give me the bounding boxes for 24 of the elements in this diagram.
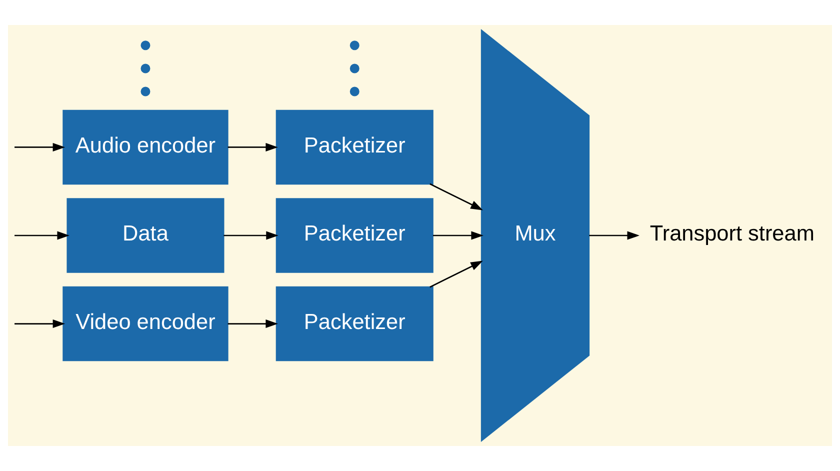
node-circle — [350, 64, 360, 74]
node-box: Packetizer — [276, 198, 434, 273]
arrow — [430, 183, 483, 210]
node-circle — [350, 40, 360, 50]
arrow — [228, 142, 278, 152]
node-box: Video encoder — [62, 286, 228, 362]
arrow — [432, 231, 484, 240]
node-box: Packetizer — [276, 110, 434, 185]
node-text: Transport stream — [650, 220, 814, 246]
node-circle — [140, 86, 150, 96]
arrow — [14, 319, 66, 328]
node-box: Audio encoder — [62, 110, 228, 185]
arrow — [224, 231, 278, 240]
node-box: Data — [66, 198, 224, 273]
arrow — [430, 260, 483, 288]
node-circle — [140, 64, 150, 74]
arrow — [14, 231, 70, 240]
arrow — [589, 231, 640, 240]
arrow — [228, 319, 278, 328]
node-box: Packetizer — [276, 286, 434, 362]
arrow — [14, 142, 66, 152]
node-circle — [140, 40, 150, 50]
node-circle — [350, 86, 360, 96]
node-box: Mux — [480, 29, 590, 442]
